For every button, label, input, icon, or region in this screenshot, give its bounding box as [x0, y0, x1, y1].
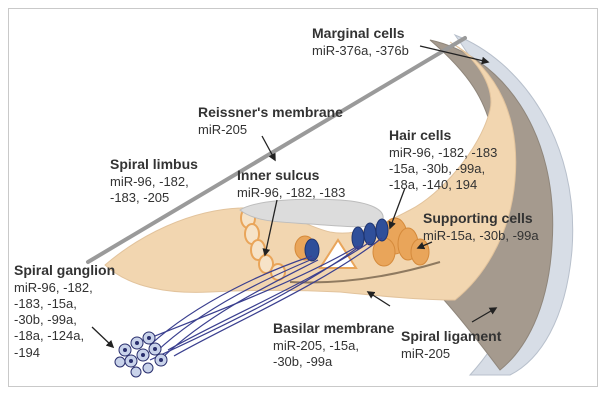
basilar-membrane-title: Basilar membrane — [273, 320, 394, 338]
basilar-membrane-mirs-2: -30b, -99a — [273, 354, 394, 370]
spiral-limbus-mirs-2: -183, -205 — [110, 190, 198, 206]
spiral-ganglion-mirs-1: miR-96, -182, — [14, 280, 115, 296]
hair-cells-title: Hair cells — [389, 127, 497, 145]
reissners-membrane-title: Reissner's membrane — [198, 104, 343, 122]
hair-cells-mirs-2: -15a, -30b, -99a, — [389, 161, 497, 177]
label-spiral-ligament: Spiral ligament miR-205 — [401, 328, 501, 362]
spiral-ganglion-mirs-5: -194 — [14, 345, 115, 361]
label-inner-sulcus: Inner sulcus miR-96, -182, -183 — [237, 167, 345, 201]
label-supporting-cells: Supporting cells miR-15a, -30b, -99a — [423, 210, 539, 244]
hair-cells-mirs-3: -18a, -140, 194 — [389, 177, 497, 193]
spiral-ganglion-mirs-2: -183, -15a, — [14, 296, 115, 312]
label-spiral-limbus: Spiral limbus miR-96, -182, -183, -205 — [110, 156, 198, 206]
label-basilar-membrane: Basilar membrane miR-205, -15a, -30b, -9… — [273, 320, 394, 370]
spiral-ganglion-mirs-4: -18a, -124a, — [14, 328, 115, 344]
hair-cells-mirs-1: miR-96, -182, -183 — [389, 145, 497, 161]
spiral-ligament-title: Spiral ligament — [401, 328, 501, 346]
inner-sulcus-title: Inner sulcus — [237, 167, 345, 185]
spiral-limbus-mirs-1: miR-96, -182, — [110, 174, 198, 190]
label-marginal-cells: Marginal cells miR-376a, -376b — [312, 25, 409, 59]
basilar-membrane-mirs-1: miR-205, -15a, — [273, 338, 394, 354]
spiral-ligament-mirs: miR-205 — [401, 346, 501, 362]
inner-sulcus-mirs: miR-96, -182, -183 — [237, 185, 345, 201]
spiral-ganglion-title: Spiral ganglion — [14, 262, 115, 280]
supporting-cells-title: Supporting cells — [423, 210, 539, 228]
spiral-ganglion-mirs-3: -30b, -99a, — [14, 312, 115, 328]
spiral-limbus-title: Spiral limbus — [110, 156, 198, 174]
label-reissners-membrane: Reissner's membrane miR-205 — [198, 104, 343, 138]
marginal-cells-mirs: miR-376a, -376b — [312, 43, 409, 59]
spiral-ganglion-neurons — [115, 332, 167, 377]
supporting-cells-mirs: miR-15a, -30b, -99a — [423, 228, 539, 244]
reissners-membrane-mirs: miR-205 — [198, 122, 343, 138]
label-hair-cells: Hair cells miR-96, -182, -183 -15a, -30b… — [389, 127, 497, 193]
label-spiral-ganglion: Spiral ganglion miR-96, -182, -183, -15a… — [14, 262, 115, 361]
marginal-cells-title: Marginal cells — [312, 25, 409, 43]
